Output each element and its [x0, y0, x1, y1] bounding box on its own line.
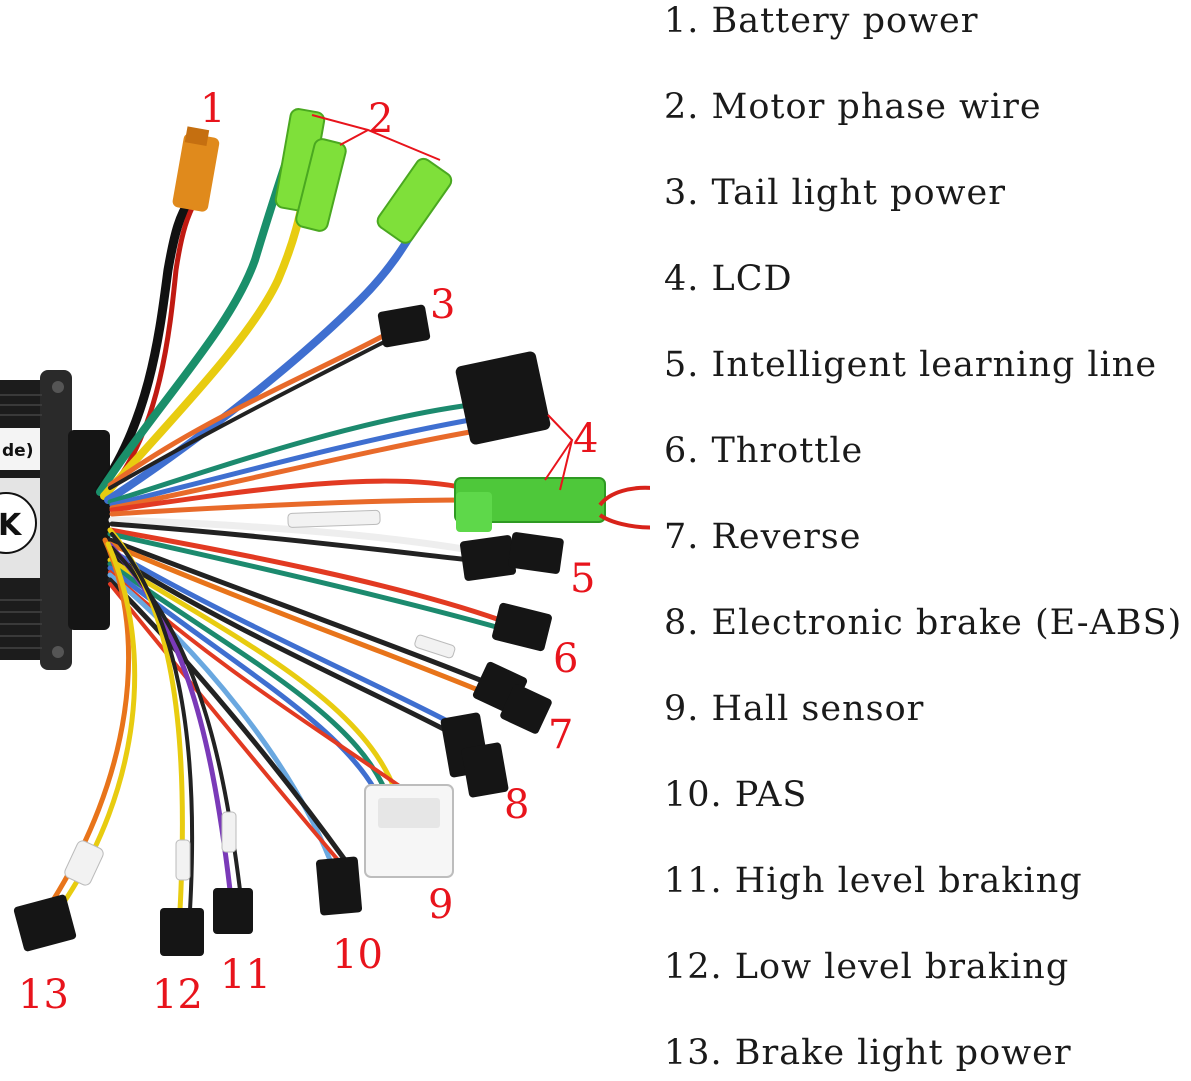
wire-lcd-blue — [109, 417, 473, 508]
wire-reverse-black — [107, 537, 483, 683]
wire-throttle-red — [107, 527, 503, 623]
callout-leader-lines — [311, 114, 574, 491]
connector-taillight — [377, 304, 431, 348]
controller-badge-text: K — [0, 508, 23, 543]
connector-highbrake — [213, 888, 253, 934]
controller-housing: de) K — [0, 370, 110, 670]
connector-phase-2 — [295, 138, 347, 232]
legend-item-pas: 10. PAS — [664, 775, 808, 815]
housing-screw — [52, 646, 64, 658]
sleeve-reverse — [414, 634, 456, 659]
wire-pas-black — [107, 577, 348, 863]
connector-throttle — [492, 602, 552, 652]
connector-lcd — [455, 351, 551, 445]
legend-item-low-level-braking: 12. Low level braking — [664, 947, 1070, 987]
callout-numbers: 1 2 3 4 5 6 7 8 9 10 11 12 13 — [18, 86, 598, 1018]
wire-lowbrake-black — [110, 532, 195, 912]
controller-sticker-text: de) — [2, 441, 33, 461]
callout-12: 12 — [152, 972, 203, 1018]
callout-13: 13 — [18, 972, 69, 1018]
callout-11: 11 — [220, 952, 271, 998]
wire-taillight-orange — [107, 332, 388, 488]
connector-lcd-green-collar — [456, 492, 492, 532]
controller-cable-gland — [68, 430, 110, 630]
callout-9: 9 — [428, 882, 453, 928]
wire-lcd-green — [107, 402, 473, 505]
wire-hall-green — [107, 561, 388, 793]
sleeve-brakelight — [64, 840, 104, 886]
connector-lowbrake — [160, 908, 204, 956]
sleeve-lowbrake — [175, 839, 191, 881]
legend-item-throttle: 6. Throttle — [664, 431, 864, 471]
wire-learning-black — [109, 521, 473, 563]
wire-taillight-black — [108, 338, 390, 490]
callout-1: 1 — [200, 86, 225, 132]
connector-reverse-2 — [500, 684, 552, 734]
callout-10: 10 — [332, 932, 383, 978]
callout-4: 4 — [573, 416, 598, 462]
wire-battery-black — [95, 195, 195, 495]
wire-pas-lightblue — [107, 572, 333, 863]
leader-4b — [559, 439, 573, 491]
reverse-loop-wire — [598, 485, 650, 530]
connector-battery-tip — [184, 126, 210, 146]
legend-item-motor-phase-wire: 2. Motor phase wire — [664, 87, 1042, 127]
legend-item-battery-power: 1. Battery power — [664, 1, 979, 41]
connector-eabs-2 — [461, 742, 509, 798]
wire-eabs-blue — [107, 547, 458, 728]
legend-item-reverse: 7. Reverse — [664, 517, 862, 557]
wire-pas-red — [108, 582, 340, 862]
heat-shrink-sleeves — [64, 509, 456, 886]
controller-fins — [0, 394, 42, 649]
wire-lcd-orange — [109, 429, 473, 511]
legend-item-lcd: 4. LCD — [664, 259, 793, 299]
connector-learning-1 — [459, 535, 517, 581]
wire-reverse-orange — [107, 541, 481, 693]
callout-3: 3 — [430, 282, 455, 328]
wire-lcd-orange-2 — [109, 497, 468, 517]
wire-bundle — [47, 146, 503, 913]
legend-item-hall-sensor: 9. Hall sensor — [664, 689, 925, 729]
callout-7: 7 — [548, 712, 573, 758]
wire-lcd-red — [109, 478, 468, 513]
leader-2b — [339, 129, 369, 146]
sleeve-highbrake — [221, 811, 237, 853]
connector-brakelight — [13, 894, 77, 952]
legend-item-high-level-braking: 11. High level braking — [664, 861, 1083, 901]
controller-wiring-diagram: de) K — [0, 86, 650, 1018]
connectors — [13, 108, 650, 956]
wire-throttle-green — [107, 531, 503, 631]
legend-item-brake-light-power: 13. Brake light power — [664, 1033, 1072, 1073]
controller-endcap — [40, 370, 72, 670]
wire-eabs-black — [107, 551, 458, 738]
connector-hall-face — [378, 798, 440, 828]
connector-battery — [172, 133, 220, 212]
wire-hall-yellow — [107, 557, 398, 793]
housing-screw — [52, 381, 64, 393]
wire-learning-white — [108, 516, 474, 554]
callout-2: 2 — [368, 96, 393, 142]
callout-5: 5 — [570, 556, 595, 602]
connector-phase-3 — [376, 157, 453, 244]
legend-item-learning-line: 5. Intelligent learning line — [664, 345, 1158, 385]
controller-sticker — [0, 428, 40, 470]
sleeve-learning — [287, 509, 381, 528]
connector-learning-2 — [508, 532, 564, 574]
controller-badge — [0, 492, 37, 554]
callout-6: 6 — [553, 636, 578, 682]
callout-8: 8 — [504, 782, 529, 828]
legend-item-electronic-brake: 8. Electronic brake (E-ABS) — [664, 603, 1183, 643]
connector-pas — [315, 856, 363, 916]
legend-item-tail-light-power: 3. Tail light power — [664, 173, 1006, 213]
